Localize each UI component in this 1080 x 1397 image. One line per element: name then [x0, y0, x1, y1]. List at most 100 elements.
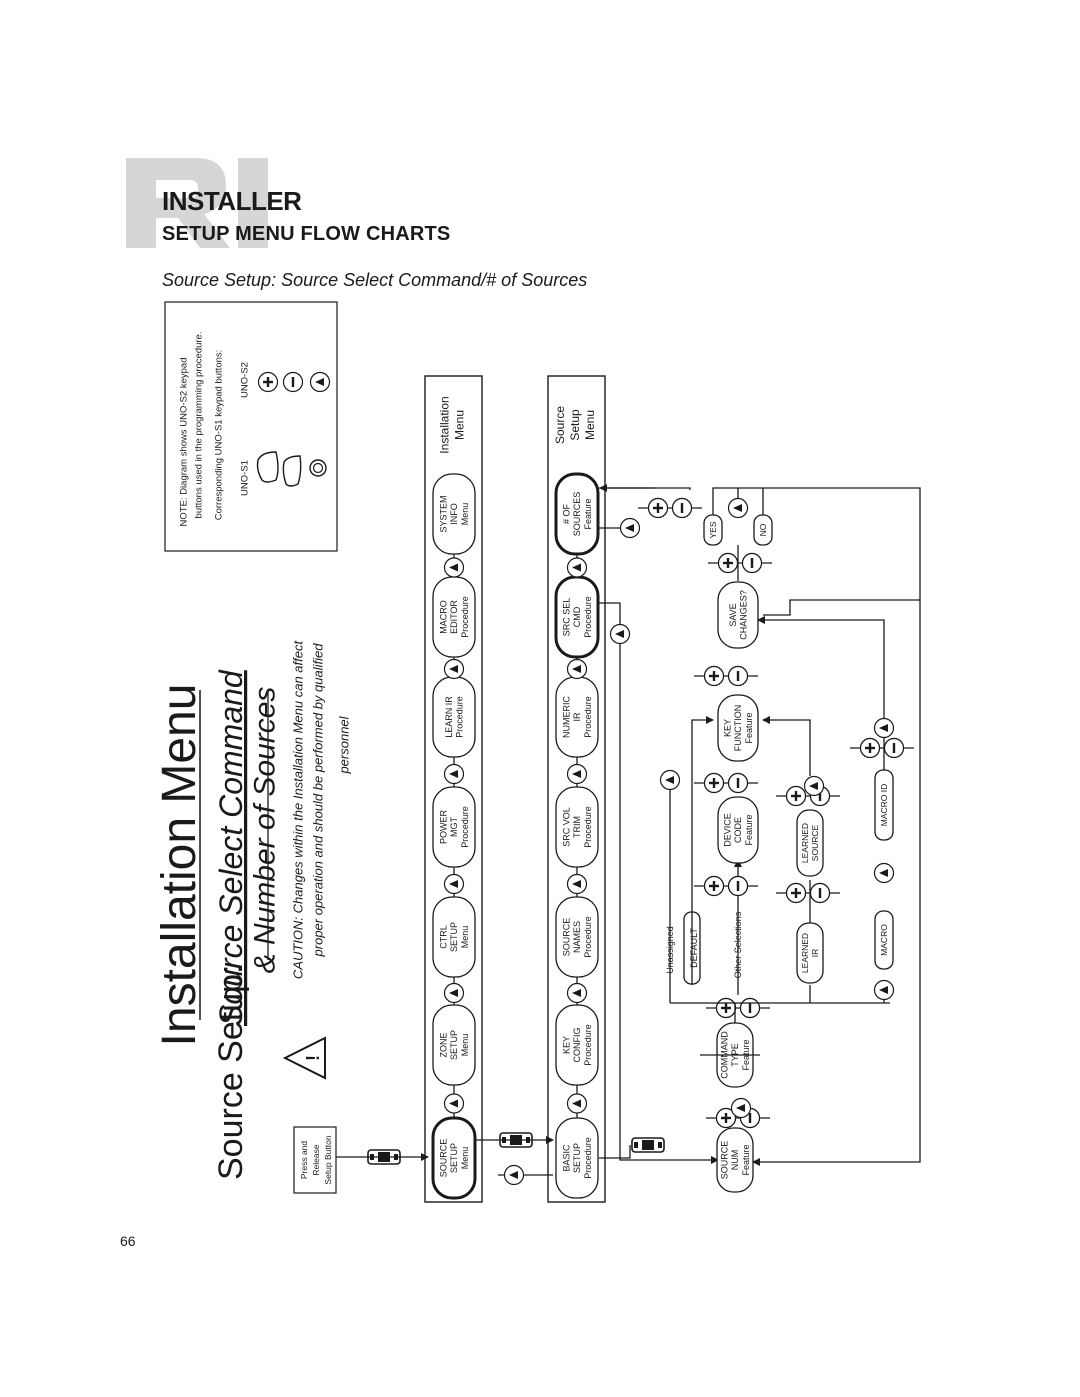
device-code-node-label-line: CODE [733, 817, 743, 843]
learned-ir-node-label-line: LEARNED [800, 933, 810, 973]
press-release-label-line: Release [311, 1144, 321, 1175]
macro-node[interactable]: MACRO [874, 910, 894, 970]
setup-menu-flow-charts-heading: SETUP MENU FLOW CHARTS [162, 223, 451, 245]
macro-id-plus-minus-minus-icon [883, 737, 905, 759]
source-item-3-label-line: Procedure [583, 806, 593, 848]
installation-up-icon-2 [443, 873, 465, 895]
device-code-node-box [717, 796, 759, 864]
installation-item-6-label-line: INFO [449, 503, 459, 525]
source-item-4-label-line: IR [572, 712, 582, 722]
installation-menu-frame [424, 375, 483, 1203]
installation-item-0-label-line: Menu [460, 1147, 470, 1170]
installation-item-0-label-line: SETUP [449, 1143, 459, 1173]
source-item-6-label-line: # OF [562, 504, 572, 525]
device-code-plus-minus-plus-icon [703, 875, 725, 897]
macro-id-up-icon [873, 862, 895, 884]
learned-source-up-icon [803, 775, 825, 797]
key-function-node-label-line: FUNCTION [733, 705, 743, 752]
key-function-plus-minus-plus-icon [703, 665, 725, 687]
key-function-node-label-line: Feature [744, 712, 754, 743]
installation-item-5-label-line: MACRO [439, 600, 449, 634]
macro-node-box [874, 910, 894, 970]
source-up-icon-1 [566, 982, 588, 1004]
number-of-sources-title: & Number of Sources [249, 687, 282, 974]
source-item-5-label-line: Procedure [583, 596, 593, 638]
learned-source-plus-minus-plus-icon [785, 785, 807, 807]
num-sources-plus-minus [638, 497, 702, 519]
source-up-icon-5 [566, 557, 588, 578]
installation-up-icon-4 [443, 658, 465, 680]
default-label-inner: DEFAULT [689, 928, 699, 968]
learned-source-node-box [796, 809, 824, 877]
caution-line-1: CAUTION: Changes within the Installation… [291, 640, 306, 980]
installation-item-6-label-line: SYSTEM [439, 495, 449, 532]
ri-logo [126, 158, 268, 248]
installation-menu-title-line: Installation Menu [153, 684, 206, 1047]
uno-s1-down-key-icon [282, 455, 302, 487]
src-sel-up-icon [609, 623, 631, 645]
svg-text:!: ! [303, 1055, 323, 1061]
save-changes-plus-minus [708, 552, 772, 574]
source-item-1-label-line: CONFIG [572, 1028, 582, 1063]
uno-s1-power-icon [309, 459, 327, 477]
uno-s2-plus-icon [257, 371, 279, 393]
source-num-node-label-line: Feature [741, 1144, 751, 1175]
flow-connector [691, 716, 714, 985]
source-item-6-label-line: Feature [583, 498, 593, 529]
macro-id-node[interactable]: MACRO ID [874, 769, 894, 841]
macro-node-label-line: MACRO [879, 924, 889, 956]
command-type-plus-minus-plus-icon [715, 997, 737, 1019]
num-sources-up-icon [619, 517, 641, 539]
no-node[interactable]: NO [753, 514, 773, 546]
source-num-plus-minus-plus-icon [715, 1107, 737, 1129]
source-item-5-label-line: SRC SEL [562, 598, 572, 637]
uno-s1-keys [256, 451, 327, 487]
uno-s2-up-icon [309, 371, 331, 393]
source-item-4-label-line: NUMERIC [562, 696, 572, 738]
default-label-inner-line: DEFAULT [689, 928, 699, 968]
yes-node[interactable]: YES [703, 514, 723, 546]
source-item-3-label-line: TRIM [572, 816, 582, 838]
note-box [164, 301, 338, 552]
device-code-plus-minus-2-minus-icon [727, 772, 749, 794]
installation-item-3-label-line: MGT [449, 817, 459, 837]
installation-item-3-label-line: Procedure [460, 806, 470, 848]
installation-up-icon-5 [443, 557, 465, 578]
save-changes-node-box [717, 581, 759, 649]
installation-item-6-box [432, 473, 476, 555]
flow-connector [762, 716, 811, 776]
source-item-0-label-line: SETUP [572, 1143, 582, 1173]
